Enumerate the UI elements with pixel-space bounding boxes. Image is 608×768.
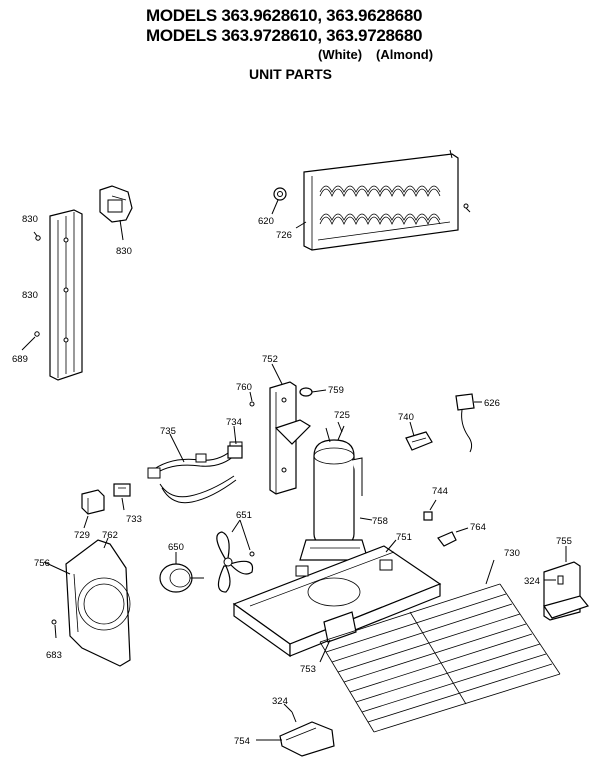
- models-title-line-1: MODELS 363.9628610, 363.9628680: [146, 6, 423, 25]
- part-830-screw: [33, 231, 41, 241]
- callout-730: 730: [504, 548, 520, 559]
- callout-651: 651: [236, 510, 252, 521]
- callout-650: 650: [168, 542, 184, 553]
- part-733-connector: [113, 483, 131, 511]
- part-754-drain-pan: [256, 721, 335, 757]
- part-760-screw: [249, 391, 255, 407]
- callout-830-clip: 830: [116, 246, 132, 257]
- part-324-screw-b: [283, 703, 297, 723]
- part-651-fan-blade: [216, 519, 255, 593]
- callout-830-channel: 830: [22, 290, 38, 301]
- part-730-condenser-grid: [319, 559, 561, 733]
- part-744-grommet: [423, 499, 437, 521]
- callout-753: 753: [300, 664, 316, 675]
- part-735-wiring-harness: [147, 433, 243, 504]
- part-626-overload: [455, 393, 482, 453]
- callout-759: 759: [328, 385, 344, 396]
- callout-740: 740: [398, 412, 414, 423]
- callout-324-right: 324: [524, 576, 540, 587]
- callout-760: 760: [236, 382, 252, 393]
- part-734-terminal: [227, 425, 243, 459]
- part-650-fan-motor: [159, 552, 204, 593]
- part-729-capacitor: [81, 489, 105, 529]
- coil-screw: [463, 203, 471, 213]
- part-740-relay: [405, 421, 433, 451]
- callout-754: 754: [234, 736, 250, 747]
- callout-733: 733: [126, 514, 142, 525]
- callout-683: 683: [46, 650, 62, 661]
- part-324-screw-a: [544, 575, 564, 585]
- callout-725: 725: [334, 410, 350, 421]
- part-689-screw: [21, 331, 40, 351]
- part-830-channel: [49, 209, 83, 381]
- part-755-mounting-bracket: [543, 546, 590, 621]
- variant-white-label: (White): [318, 47, 363, 62]
- callout-726: 726: [276, 230, 292, 241]
- callout-626: 626: [484, 398, 500, 409]
- part-753-drain: [319, 611, 357, 663]
- callout-735: 735: [160, 426, 176, 437]
- callout-752: 752: [262, 354, 278, 365]
- callout-751: 751: [396, 532, 412, 543]
- callout-324-bottom: 324: [272, 696, 288, 707]
- part-620-grommet: [271, 187, 287, 215]
- callout-755: 755: [556, 536, 572, 547]
- part-725-compressor: [313, 421, 363, 547]
- callout-729: 729: [74, 530, 90, 541]
- part-683-screw: [51, 619, 57, 639]
- callout-689: 689: [12, 354, 28, 365]
- callout-734: 734: [226, 417, 242, 428]
- callout-620: 620: [258, 216, 274, 227]
- part-759-grommet: [299, 387, 327, 397]
- callout-744: 744: [432, 486, 448, 497]
- part-726-condenser-coil: [303, 149, 459, 251]
- callout-756: 756: [34, 558, 50, 569]
- callout-762: 762: [102, 530, 118, 541]
- part-764-clip: [437, 527, 469, 547]
- callout-758: 758: [372, 516, 388, 527]
- callout-764: 764: [470, 522, 486, 533]
- models-title-line-2: MODELS 363.9728610, 363.9728680: [146, 26, 423, 45]
- unit-parts-subtitle: UNIT PARTS: [249, 66, 332, 82]
- part-756-fan-shroud: [43, 537, 131, 667]
- variant-almond-label: (Almond): [376, 47, 434, 62]
- callout-830-top: 830: [22, 214, 38, 225]
- part-830-clip: [99, 185, 133, 241]
- part-752-bracket: [269, 363, 311, 495]
